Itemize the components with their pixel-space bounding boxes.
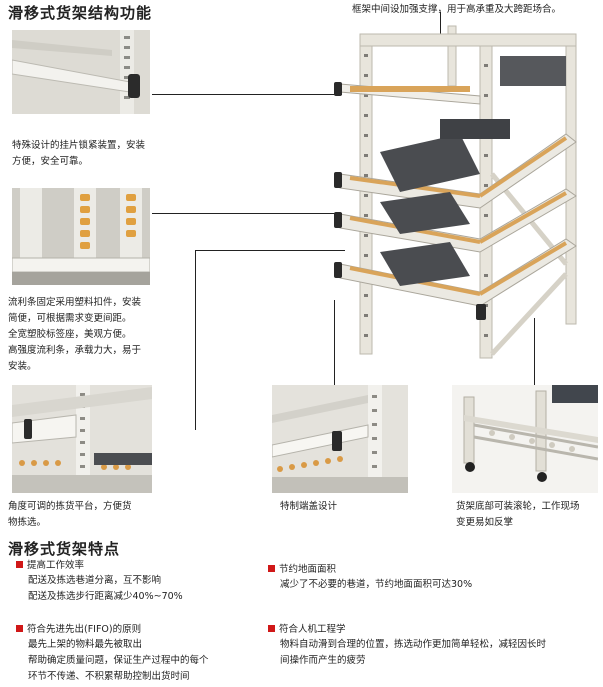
bullet-icon <box>16 625 23 632</box>
caption-line: 高强度流利条，承载力大，易于 <box>8 345 142 356</box>
feature-line: 间操作而产生的疲劳 <box>280 655 366 666</box>
connector-line <box>152 213 342 214</box>
feature-line: 物料自动滑到合理的位置，拣选动作更加简单轻松，减轻因长时 <box>280 639 547 650</box>
feature-line: 帮助确定质量问题，保证生产过程中的每个 <box>28 655 209 666</box>
caption-flow-strip: 流利条固定采用塑料扣件，安装 简便，可根据需求变更间距。 全宽塑胶标签座，美观方… <box>8 295 141 375</box>
feature-item: 符合先进先出(FIFO)的原则 最先上架的物料最先被取出 帮助确定质量问题，保证… <box>16 622 256 685</box>
feature-heading: 提高工作效率 <box>27 560 85 571</box>
section-title-structure: 滑移式货架结构功能 <box>8 4 153 22</box>
main-rack-illustration <box>330 24 600 364</box>
caption-line: 特殊设计的挂片锁紧装置，安装 <box>12 140 146 151</box>
caption-line: 物拣选。 <box>8 517 47 528</box>
photo-casters <box>452 385 598 493</box>
connector-line <box>440 12 441 40</box>
top-note: 框架中间设加强支撑，用于高承重及大跨距场合。 <box>352 4 562 15</box>
caption-line: 简便，可根据需求变更间距。 <box>8 313 132 324</box>
feature-item: 符合人机工程学 物料自动滑到合理的位置，拣选动作更加简单轻松，减轻因长时 间操作… <box>268 622 600 669</box>
caption-hanger: 特殊设计的挂片锁紧装置，安装 方便，安全可靠。 <box>12 138 145 170</box>
caption-line: 角度可调的拣货平台，方便货 <box>8 501 132 512</box>
connector-line <box>152 94 342 95</box>
connector-line <box>195 250 345 251</box>
caption-picking-platform: 角度可调的拣货平台，方便货 物拣选。 <box>8 499 132 531</box>
feature-line: 最先上架的物料最先被取出 <box>28 639 143 650</box>
feature-line: 配送及拣选巷道分离，互不影响 <box>28 575 162 586</box>
caption-line: 变更易如反掌 <box>456 517 514 528</box>
caption-line: 特制端盖设计 <box>280 501 338 512</box>
bullet-icon <box>268 625 275 632</box>
feature-item: 提高工作效率 配送及拣选巷道分离，互不影响 配送及拣选步行距离减少40%~70% <box>16 558 246 605</box>
caption-line: 安装。 <box>8 361 37 372</box>
feature-line: 环节不传递、不积累帮助控制出货时间 <box>28 671 190 682</box>
caption-line: 流利条固定采用塑料扣件，安装 <box>8 297 142 308</box>
connector-line <box>334 300 335 385</box>
caption-end-cap: 特制端盖设计 <box>280 499 337 515</box>
connector-line <box>195 250 196 430</box>
photo-flow-strips <box>12 188 150 285</box>
feature-line: 减少了不必要的巷道，节约地面面积可达30% <box>280 579 473 590</box>
caption-line: 方便，安全可靠。 <box>12 156 89 167</box>
feature-line: 配送及拣选步行距离减少40%~70% <box>28 591 183 602</box>
feature-heading: 符合先进先出(FIFO)的原则 <box>27 624 142 635</box>
caption-line: 货架底部可装滚轮，工作现场 <box>456 501 580 512</box>
photo-picking-platform <box>12 385 152 493</box>
photo-hanger-lock <box>12 30 150 114</box>
feature-item: 节约地面面积 减少了不必要的巷道，节约地面面积可达30% <box>268 562 598 593</box>
connector-line <box>534 318 535 388</box>
section-title-features: 滑移式货架特点 <box>8 540 121 558</box>
feature-heading: 节约地面面积 <box>279 564 337 575</box>
caption-casters: 货架底部可装滚轮，工作现场 变更易如反掌 <box>456 499 580 531</box>
caption-line: 全宽塑胶标签座，美观方便。 <box>8 329 132 340</box>
photo-end-cap <box>272 385 408 493</box>
feature-heading: 符合人机工程学 <box>279 624 346 635</box>
bullet-icon <box>268 565 275 572</box>
bullet-icon <box>16 561 23 568</box>
